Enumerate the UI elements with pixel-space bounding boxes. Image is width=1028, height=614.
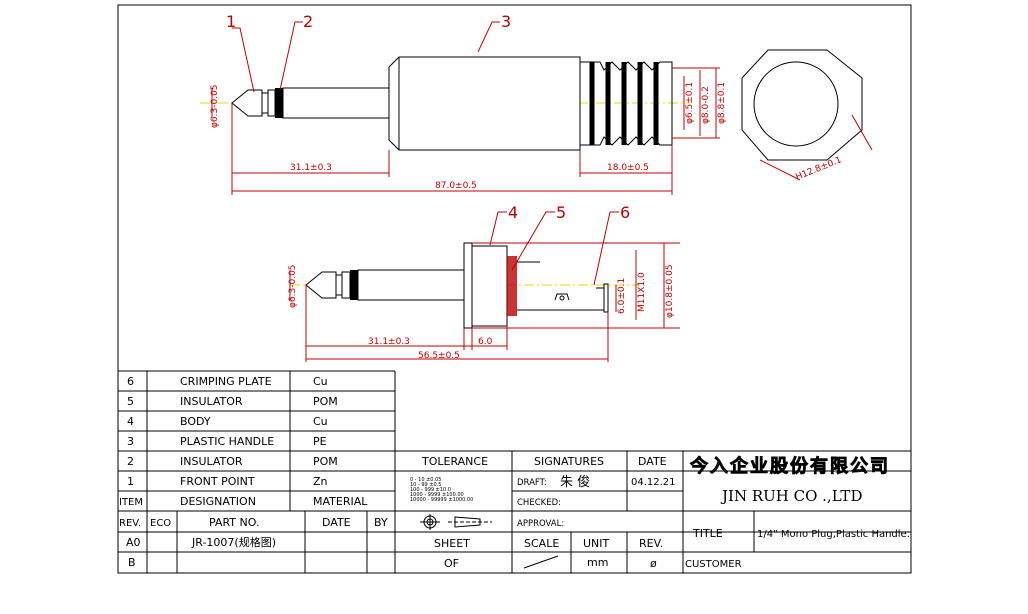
rev-header-eco: ECO <box>150 518 171 529</box>
bom-designation-2: INSULATOR <box>180 455 243 468</box>
bottom-plug-view <box>290 242 640 329</box>
revision-table: REV. ECO PART NO. DATE BY A0 JR-1007(规格图… <box>119 516 388 569</box>
rev-header-rev: REV. <box>119 518 141 529</box>
title-value: 1/4" Mono Plug,Plastic Handle. <box>757 529 910 540</box>
callout-2: 2 <box>303 12 313 31</box>
bom-material-6: Cu <box>313 375 328 388</box>
rev-row-b: B <box>128 556 136 569</box>
callout-5: 5 <box>556 203 566 222</box>
bom-header-item: ITEM <box>119 497 143 508</box>
bom-designation-3: PLASTIC HANDLE <box>180 435 274 448</box>
title-label: TITLE <box>692 527 723 540</box>
customer-label: CUSTOMER <box>685 559 742 570</box>
bom-designation-4: BODY <box>180 415 211 428</box>
bottom-dimensions: 31.1±0.3 6.0 56.5±0.5 φ6.3-0.05 M11X1.0 … <box>288 242 680 362</box>
rev-header-date: DATE <box>322 516 351 529</box>
signature-block: SIGNATURES DATE DRAFT: 朱 俊 04.12.21 CHEC… <box>517 455 676 570</box>
rev-label: REV. <box>639 537 663 550</box>
unit-value: mm <box>587 556 608 569</box>
dim-m11: M11X1.0 <box>637 272 647 312</box>
dim-h6: 6.0±0.1 <box>617 278 627 314</box>
bom-material-3: PE <box>313 435 327 448</box>
bom-item-3: 3 <box>127 435 134 448</box>
bom-designation-6: CRIMPING PLATE <box>180 375 272 388</box>
bom-item-6: 6 <box>127 375 134 388</box>
bom-material-4: Cu <box>313 415 328 428</box>
bom-designation-1: FRONT POINT <box>180 475 255 488</box>
callout-1: 1 <box>226 12 236 31</box>
tolerance-line-1: 0 - 10 ±0.05 <box>410 477 441 483</box>
callout-3: 3 <box>501 12 511 31</box>
dim-18-top: 18.0±0.5 <box>607 163 649 173</box>
rev-header-by: BY <box>374 516 388 529</box>
bom-table: 6 CRIMPING PLATE Cu 5 INSULATOR POM 4 BO… <box>119 375 368 508</box>
tolerance-line-2: 10 - 99 ±0.5 <box>410 482 441 488</box>
dim-31-bottom: 31.1±0.3 <box>368 337 410 347</box>
top-plug-view <box>200 56 690 151</box>
draft-label: DRAFT: <box>517 478 547 488</box>
company-name-en: JIN RUH CO .,LTD <box>720 487 862 505</box>
sheet-label: SHEET <box>434 537 470 550</box>
dim-56-bottom: 56.5±0.5 <box>418 351 460 361</box>
dim-h2: φ8.0-0.2 <box>701 86 711 124</box>
hex-end-view: H12.8±0.1 <box>741 49 873 183</box>
bom-material-5: POM <box>313 395 338 408</box>
callout-4: 4 <box>508 203 518 222</box>
bom-header-material: MATERIAL <box>313 495 368 508</box>
dim-d108: φ10.8±0.05 <box>665 264 675 318</box>
dim-87-top: 87.0±0.5 <box>435 181 477 191</box>
bom-header-designation: DESIGNATION <box>180 495 256 508</box>
callouts: 1 2 3 4 5 6 <box>226 12 630 286</box>
bom-material-1: Zn <box>313 475 328 488</box>
company-name-cn: 今入企业股份有限公司 <box>690 455 890 477</box>
dim-31-top: 31.1±0.3 <box>290 163 332 173</box>
bom-item-5: 5 <box>127 395 134 408</box>
bom-item-2: 2 <box>127 455 134 468</box>
rev-row-a0: A0 <box>126 536 141 549</box>
approval-label: APPROVAL: <box>517 519 564 529</box>
dim-tip-top: φ6.3-0.05 <box>210 84 220 128</box>
date-title: DATE <box>638 455 667 468</box>
draft-name: 朱 俊 <box>560 475 590 490</box>
tolerance-title: TOLERANCE <box>421 455 488 468</box>
bom-item-4: 4 <box>127 415 134 428</box>
projection-symbol <box>420 514 492 530</box>
dim-6-bottom: 6.0 <box>478 337 493 347</box>
tolerance-block: TOLERANCE 0 - 10 ±0.05 10 - 99 ±0.5 100 … <box>410 455 492 570</box>
signatures-title: SIGNATURES <box>534 455 604 468</box>
rev-part-a0: JR-1007(规格图) <box>191 535 276 549</box>
callout-6: 6 <box>620 203 630 222</box>
dim-h3: φ8.8±0.1 <box>717 82 727 124</box>
rev-value: ø <box>650 557 657 570</box>
sheet-value: OF <box>444 557 459 570</box>
title-block <box>118 370 911 573</box>
bom-material-2: POM <box>313 455 338 468</box>
draft-date: 04.12.21 <box>631 477 676 488</box>
tolerance-line-3: 100 - 999 ±10.0 <box>410 487 451 493</box>
dim-tip-bottom: φ6.3-0.05 <box>288 264 298 308</box>
tolerance-line-5: 10000 - 99999 ±1000.00 <box>410 497 473 503</box>
scale-label: SCALE <box>524 537 559 550</box>
company-block: 今入企业股份有限公司 JIN RUH CO .,LTD TITLE 1/4" M… <box>685 455 910 570</box>
rev-header-part: PART NO. <box>209 516 259 529</box>
tolerance-line-4: 1000 - 9999 ±100.00 <box>410 492 464 498</box>
bom-item-1: 1 <box>127 475 134 488</box>
top-dimensions: 31.1±0.3 18.0±0.5 87.0±0.5 φ6.3-0.05 φ6.… <box>210 67 727 195</box>
bom-designation-5: INSULATOR <box>180 395 243 408</box>
dim-h1: φ6.5±0.1 <box>685 82 695 124</box>
unit-label: UNIT <box>583 537 610 550</box>
checked-label: CHECKED: <box>517 498 561 508</box>
